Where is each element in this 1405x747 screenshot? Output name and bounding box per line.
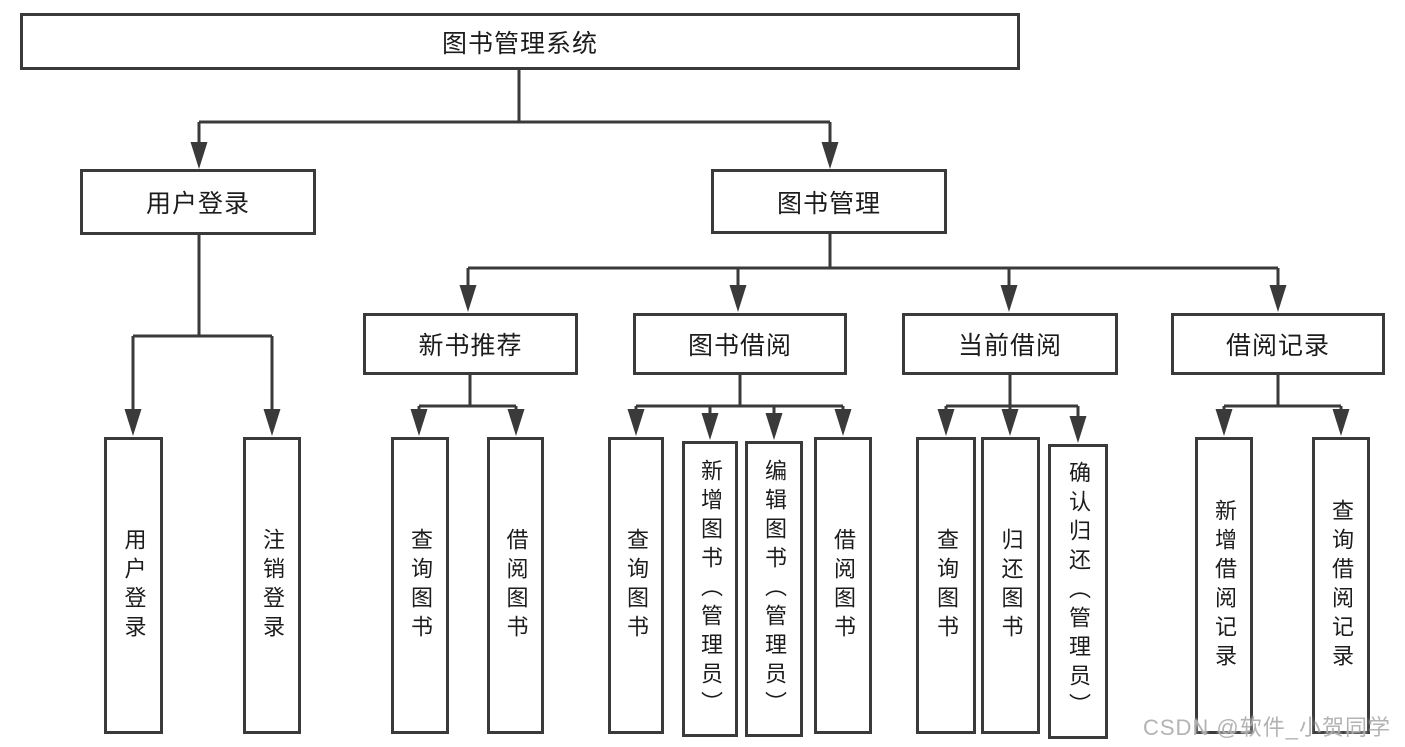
- node-leaf-edit-books-admin: 编辑图书（管理员）: [745, 441, 803, 737]
- node-leaf-query-borrow-record: 查询借阅记录: [1312, 437, 1370, 734]
- node-library-system: 图书管理系统: [20, 13, 1020, 70]
- node-leaf-user-login-label: 用户登录: [121, 527, 147, 644]
- node-leaf-return-books-label: 归还图书: [998, 527, 1024, 644]
- node-new-book-recommend: 新书推荐: [363, 313, 578, 375]
- node-leaf-confirm-return-admin: 确认归还（管理员）: [1048, 444, 1108, 739]
- node-leaf-borrow-books-2-label: 借阅图书: [831, 527, 856, 644]
- node-leaf-borrow-books-2: 借阅图书: [814, 437, 872, 734]
- node-leaf-query-books-2-label: 查询图书: [624, 527, 649, 644]
- node-leaf-user-login: 用户登录: [104, 437, 163, 734]
- node-leaf-logout: 注销登录: [243, 437, 301, 734]
- node-leaf-add-borrow-record: 新增借阅记录: [1195, 437, 1253, 734]
- node-leaf-query-books-3: 查询图书: [916, 437, 976, 734]
- node-leaf-add-borrow-record-label: 新增借阅记录: [1212, 498, 1237, 673]
- node-leaf-borrow-books-1-label: 借阅图书: [503, 527, 529, 644]
- node-borrowing-records: 借阅记录: [1171, 313, 1385, 375]
- connector-lines: [131, 70, 1343, 420]
- node-leaf-edit-books-admin-label: 编辑图书（管理员）: [762, 458, 787, 720]
- csdn-watermark: CSDN @软件_小贺同学: [1142, 715, 1391, 740]
- node-leaf-query-books-1-label: 查询图书: [408, 527, 433, 644]
- node-leaf-logout-label: 注销登录: [260, 527, 285, 644]
- node-leaf-query-borrow-record-label: 查询借阅记录: [1329, 498, 1354, 673]
- node-leaf-borrow-books-1: 借阅图书: [487, 437, 544, 734]
- node-book-management-branch: 图书管理: [711, 169, 947, 234]
- node-leaf-return-books: 归还图书: [981, 437, 1040, 734]
- connector-arrowheads: [124, 142, 1350, 443]
- node-leaf-query-books-2: 查询图书: [608, 437, 664, 734]
- node-leaf-query-books-3-label: 查询图书: [934, 527, 959, 644]
- node-book-borrowing: 图书借阅: [633, 313, 847, 375]
- node-user-login-branch: 用户登录: [80, 169, 316, 235]
- node-leaf-query-books-1: 查询图书: [391, 437, 449, 734]
- node-leaf-add-books-admin: 新增图书（管理员）: [682, 441, 738, 737]
- node-leaf-confirm-return-admin-label: 确认归还（管理员）: [1066, 461, 1091, 722]
- node-leaf-add-books-admin-label: 新增图书（管理员）: [698, 458, 723, 720]
- node-current-borrowing: 当前借阅: [902, 313, 1118, 375]
